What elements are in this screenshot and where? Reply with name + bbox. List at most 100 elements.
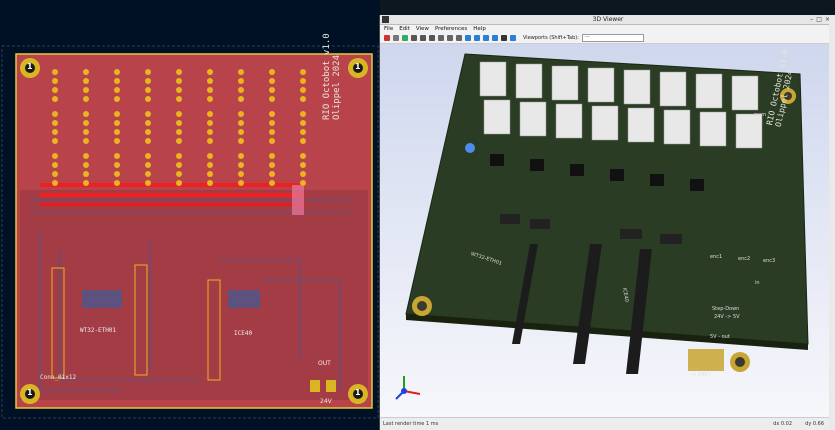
menu-edit[interactable]: Edit — [399, 26, 410, 32]
rotate-icon[interactable] — [438, 35, 444, 41]
board-author-text: Olippel 2024 — [332, 54, 342, 120]
connector-3d — [659, 71, 687, 107]
move-up-icon[interactable] — [483, 35, 489, 41]
pwm-label: pwm — [754, 112, 767, 118]
pad — [269, 78, 275, 84]
pad — [83, 180, 89, 186]
pad — [269, 171, 275, 177]
connector-3d — [695, 73, 723, 109]
pad — [207, 153, 213, 159]
step-down-sub-label: 24V -> 5V — [714, 314, 740, 320]
zoom-out-icon[interactable] — [420, 35, 426, 41]
pad — [176, 96, 182, 102]
menu-help[interactable]: Help — [473, 26, 486, 32]
pad — [52, 87, 58, 93]
pad — [300, 87, 306, 93]
pad — [238, 162, 244, 168]
connector-3d — [591, 105, 619, 141]
pad — [176, 78, 182, 84]
connector-3d — [663, 109, 691, 145]
pad — [176, 153, 182, 159]
pad — [83, 69, 89, 75]
pad — [207, 96, 213, 102]
rotate-z-icon[interactable] — [456, 35, 462, 41]
out-3d-label: 5V - out — [710, 334, 730, 340]
viewer-title: 3D Viewer — [592, 16, 624, 23]
pad — [145, 120, 151, 126]
pad — [300, 96, 306, 102]
pad — [114, 69, 120, 75]
pad — [269, 180, 275, 186]
connector-3d — [483, 99, 511, 135]
pad — [114, 129, 120, 135]
connector-3d — [555, 103, 583, 139]
pad — [238, 180, 244, 186]
move-down-icon[interactable] — [492, 35, 498, 41]
pad — [238, 129, 244, 135]
menu-preferences[interactable]: Preferences — [434, 26, 468, 32]
3d-viewer-window[interactable]: 3D Viewer –□× File Edit View Preferences… — [379, 15, 835, 430]
pad — [238, 78, 244, 84]
connector-3d — [587, 67, 615, 103]
ice40-label: ICE40 — [234, 330, 253, 337]
pad — [269, 111, 275, 117]
pad — [269, 162, 275, 168]
new-icon[interactable] — [384, 35, 390, 41]
axes-icon[interactable] — [501, 35, 507, 41]
pad — [300, 153, 306, 159]
connector-3d — [735, 113, 763, 149]
viewer-titlebar[interactable]: 3D Viewer –□× — [380, 15, 835, 25]
pad — [269, 120, 275, 126]
3d-scene[interactable]: RIO Octobot v1.0 Olippel 2024 WT32-ETH01… — [380, 44, 835, 418]
pad — [269, 87, 275, 93]
pad — [52, 171, 58, 177]
menu-view[interactable]: View — [415, 26, 429, 32]
pad — [300, 138, 306, 144]
pad — [176, 138, 182, 144]
pad — [145, 162, 151, 168]
pad — [114, 87, 120, 93]
pad — [114, 153, 120, 159]
pad — [176, 162, 182, 168]
pad — [207, 120, 213, 126]
pad — [145, 171, 151, 177]
move-left-icon[interactable] — [465, 35, 471, 41]
enc1-label: enc1 — [710, 254, 723, 260]
connector-3d — [699, 111, 727, 147]
pad — [300, 129, 306, 135]
refresh-icon[interactable] — [402, 35, 408, 41]
pad — [176, 129, 182, 135]
pad — [238, 138, 244, 144]
pad — [269, 69, 275, 75]
pad — [83, 153, 89, 159]
pad — [269, 96, 275, 102]
conn-label: Conn_01x12 — [40, 374, 77, 381]
voltage-3d-label: + 24V - — [692, 372, 711, 378]
viewports-select[interactable]: --- — [581, 34, 644, 42]
move-right-icon[interactable] — [474, 35, 480, 41]
pad — [83, 111, 89, 117]
corner-marker: 1 — [27, 62, 33, 71]
pad — [52, 96, 58, 102]
menu-file[interactable]: File — [384, 26, 394, 32]
rotate-y-icon[interactable] — [447, 35, 453, 41]
pad — [176, 171, 182, 177]
zoom-fit-icon[interactable] — [429, 35, 435, 41]
pad — [269, 138, 275, 144]
save-icon[interactable] — [393, 35, 399, 41]
zoom-in-icon[interactable] — [411, 35, 417, 41]
pad — [114, 162, 120, 168]
pad — [238, 87, 244, 93]
pad — [207, 69, 213, 75]
connector-3d — [551, 65, 579, 101]
pad — [145, 138, 151, 144]
pad — [238, 96, 244, 102]
pad — [52, 162, 58, 168]
pad — [114, 120, 120, 126]
pad — [176, 180, 182, 186]
pcb-editor-canvas[interactable]: 1 1 1 1 RIO Octobot v1.0 Olippel 2024 WT… — [0, 0, 380, 430]
window-controls[interactable]: –□× — [810, 16, 833, 23]
step-down-label: Step-Down — [712, 306, 740, 312]
pad — [238, 111, 244, 117]
layers-icon[interactable] — [510, 35, 516, 41]
